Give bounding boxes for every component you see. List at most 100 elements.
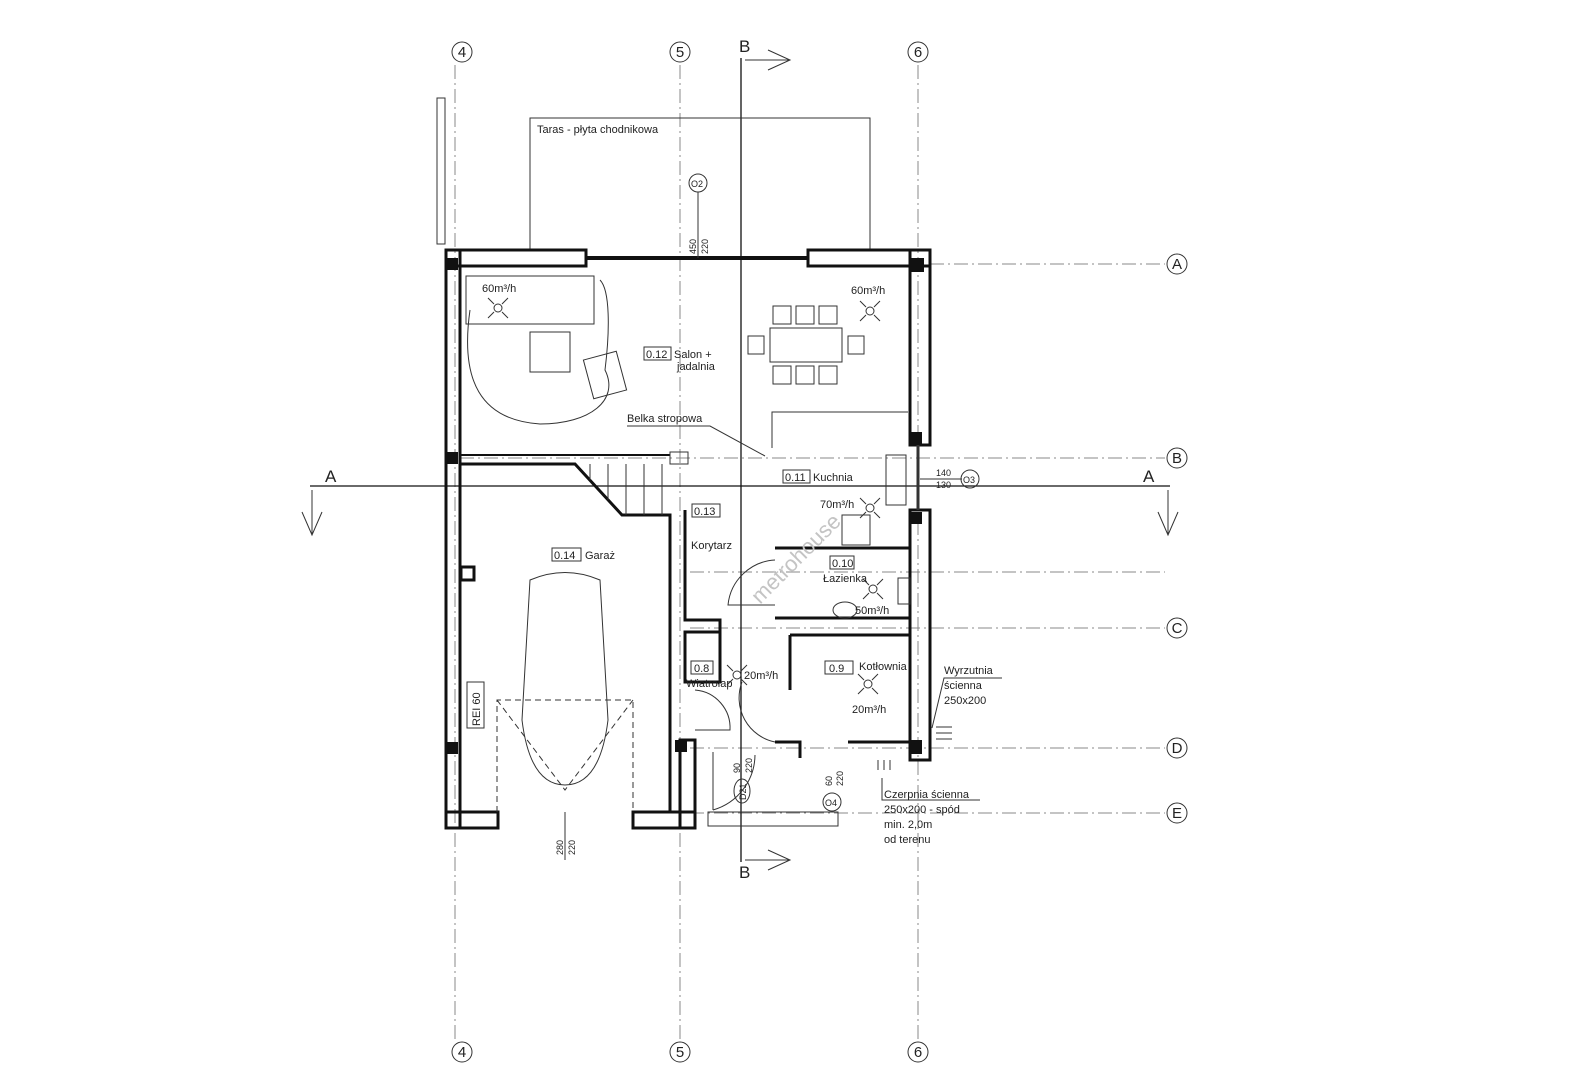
svg-text:od terenu: od terenu [884,834,930,846]
svg-text:0.11: 0.11 [785,472,806,484]
axis-marker-6-top: 6 [907,41,929,63]
svg-text:B: B [1172,450,1182,467]
axis-marker-b: B [1166,447,1188,469]
room-kotlownia: 0.9 Kotłownia [824,660,908,675]
svg-text:0.14: 0.14 [554,550,575,562]
axis-marker-4-top: 4 [451,41,473,63]
doors [694,559,776,811]
svg-text:D: D [1172,740,1183,757]
car-icon [521,572,609,786]
airflow-label: 20m³/h [744,670,778,682]
svg-text:Kuchnia: Kuchnia [813,472,854,484]
axis-marker-6-bottom: 6 [907,1041,929,1063]
svg-text:Wiatrołap: Wiatrołap [686,678,732,690]
beam-annotation: Belka stropowa [627,413,766,457]
svg-text:450: 450 [688,239,698,254]
axis-marker-5-top: 5 [669,41,691,63]
watermark: metrohouse [746,509,846,609]
svg-text:Kotłownia: Kotłownia [859,661,908,673]
svg-text:220: 220 [835,771,845,786]
fan-icon [859,497,881,519]
walls [444,248,932,830]
svg-text:220: 220 [567,840,577,855]
svg-text:E: E [1172,805,1182,822]
svg-text:D21: D21 [738,783,748,800]
svg-text:5: 5 [676,44,684,61]
svg-text:min. 2,0m: min. 2,0m [884,819,932,831]
fan-icon [726,664,748,686]
airflow-label: 60m³/h [482,283,516,295]
svg-text:250x200 - spód: 250x200 - spód [884,804,960,816]
svg-text:4: 4 [458,44,466,61]
room-salon: 0.12 Salon +jadalnia [643,346,716,373]
airflow-label: 70m³/h [820,499,854,511]
room-garaz: 0.14 Garaż [551,547,615,562]
furniture [459,275,911,812]
svg-text:Salon +: Salon + [674,349,712,361]
svg-text:140: 140 [936,468,951,478]
svg-text:O2: O2 [691,179,703,189]
axis-marker-d: D [1166,737,1188,759]
svg-text:ścienna: ścienna [944,680,983,692]
svg-text:Garaż: Garaż [585,550,615,562]
opening-o4: 60 220 O4 [822,771,845,812]
axis-marker-e: E [1166,802,1188,824]
opening-d21: 90 220 D21 [732,758,754,804]
svg-text:90: 90 [732,763,742,773]
svg-text:O3: O3 [963,475,975,485]
terrace: Taras - płyta chodnikowa [436,97,871,250]
svg-text:0.12: 0.12 [646,349,667,361]
stairs [589,451,689,515]
svg-text:280: 280 [555,840,565,855]
svg-text:B: B [739,37,750,56]
fire-rating-label: REI 60 [466,681,485,729]
axis-marker-a: A [1166,253,1188,275]
fan-icon [859,300,881,322]
svg-text:Łazienka: Łazienka [823,573,868,585]
opening-o3: 140 130 O3 [920,468,980,490]
svg-text:220: 220 [700,239,710,254]
svg-text:A: A [325,467,337,486]
svg-text:jadalnia: jadalnia [676,361,716,373]
svg-text:5: 5 [676,1044,684,1061]
svg-text:130: 130 [936,480,951,490]
section-line-b: B B [739,37,792,882]
svg-text:6: 6 [914,44,922,61]
svg-text:6: 6 [914,1044,922,1061]
svg-text:Belka stropowa: Belka stropowa [627,413,703,425]
svg-text:4: 4 [458,1044,466,1061]
airflow-label: 50m³/h [855,605,889,617]
svg-text:250x200: 250x200 [944,695,986,707]
airflow-label: 20m³/h [852,704,886,716]
opening-garage-door: 280 220 [555,812,577,860]
axis-marker-c: C [1166,617,1188,639]
fan-icon [857,673,879,695]
svg-text:A: A [1143,467,1155,486]
section-line-a: A A [301,467,1179,537]
svg-text:0.8: 0.8 [694,663,709,675]
svg-text:O4: O4 [825,798,837,808]
svg-text:220: 220 [744,758,754,773]
fan-icon [862,578,884,600]
svg-text:0.10: 0.10 [832,558,853,570]
intake-annotation: Czerpnia ścienna 250x200 - spód min. 2,0… [877,760,980,846]
svg-text:0.9: 0.9 [829,663,844,675]
airflow-label: 60m³/h [851,285,885,297]
fan-icon [487,297,509,319]
svg-text:0.13: 0.13 [694,506,715,518]
opening-o2: O2 450 220 [688,173,710,258]
svg-text:B: B [739,863,750,882]
axis-marker-4-bottom: 4 [451,1041,473,1063]
grid-axes [454,65,1165,1040]
exhaust-annotation: Wyrzutnia ścienna 250x200 [931,665,1002,740]
axis-marker-5-bottom: 5 [669,1041,691,1063]
svg-text:60: 60 [824,776,834,786]
svg-text:Taras - płyta chodnikowa: Taras - płyta chodnikowa [537,124,659,136]
svg-text:Wyrzutnia: Wyrzutnia [944,665,994,677]
svg-text:REI 60: REI 60 [471,692,483,726]
svg-text:A: A [1172,256,1182,273]
